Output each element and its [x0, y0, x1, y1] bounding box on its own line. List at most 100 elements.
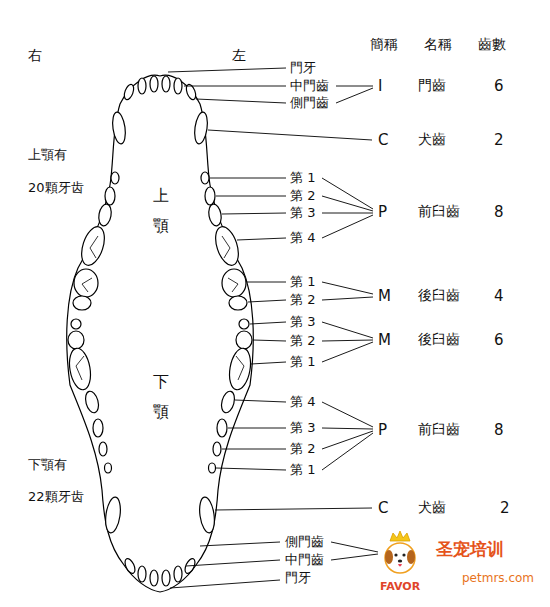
- leader-line: [222, 213, 286, 214]
- molar-tooth: [239, 319, 249, 329]
- leader-line: [322, 282, 373, 294]
- abbreviation: C: [378, 132, 388, 149]
- logo-nose: [398, 559, 402, 562]
- premolar-tooth: [205, 187, 215, 205]
- leader-line: [253, 340, 286, 341]
- molar-tooth: [222, 269, 246, 297]
- tooth-name: 前臼齒: [418, 204, 460, 219]
- leader-line: [247, 282, 286, 283]
- abbreviation: M: [378, 332, 391, 349]
- tooth-label: 第 2: [290, 442, 315, 456]
- tooth-count: 8: [494, 204, 504, 221]
- tooth-label: 第 2: [290, 189, 315, 203]
- tooth-count: 4: [494, 288, 504, 305]
- leader-line: [237, 238, 286, 240]
- leader-line: [210, 178, 286, 179]
- tooth-name: 犬齒: [418, 132, 446, 147]
- tooth-count: 2: [494, 132, 504, 149]
- incisor-tooth: [174, 78, 182, 94]
- leader-line: [331, 542, 378, 552]
- jaw-note: 下顎有: [28, 458, 67, 472]
- jaw-label: 顎: [153, 403, 169, 421]
- tooth-label: 第 2: [290, 293, 315, 307]
- jaw-note: 上顎有: [28, 148, 67, 162]
- leader-line: [228, 428, 286, 429]
- leader-line: [216, 196, 286, 197]
- tooth-label: 中門齒: [285, 553, 324, 567]
- abbreviation: P: [378, 204, 387, 221]
- leader-line: [331, 554, 378, 560]
- leader-line: [336, 86, 373, 87]
- tooth-name: 門齒: [418, 78, 446, 93]
- tooth-label: 第 1: [290, 355, 315, 369]
- leader-line: [216, 468, 286, 470]
- tooth-label: 側門齒: [285, 535, 324, 549]
- tooth-detail: [222, 236, 230, 258]
- tooth-label: 第 1: [290, 171, 315, 185]
- column-header: 簡稱: [370, 37, 398, 52]
- abbreviation: I: [378, 78, 382, 95]
- leader-line: [322, 431, 373, 449]
- side-label: 左: [232, 48, 246, 63]
- tooth-count: 6: [494, 78, 504, 95]
- leader-line: [322, 213, 373, 214]
- leader-line: [322, 342, 373, 362]
- leader-line: [336, 88, 373, 103]
- premolar-tooth: [201, 172, 209, 184]
- logo-eye: [394, 553, 397, 556]
- tooth-name: 前臼齒: [418, 422, 460, 437]
- column-header: 齒數: [478, 37, 506, 52]
- leader-line: [235, 400, 286, 402]
- leader-line: [322, 297, 373, 300]
- tooth-label: 第 3: [290, 315, 315, 329]
- jaw-label: 上: [153, 187, 169, 205]
- incisor-tooth: [162, 76, 170, 92]
- premolar-tooth: [209, 463, 216, 473]
- molar-tooth: [229, 296, 247, 310]
- abbreviation: P: [378, 422, 387, 439]
- canine-tooth: [198, 496, 217, 534]
- tooth-name: 後臼齒: [418, 288, 460, 303]
- tooth-detail: [236, 356, 244, 380]
- tooth-label: 門牙: [285, 571, 311, 585]
- abbreviation: M: [378, 288, 391, 305]
- tooth-name: 後臼齒: [418, 332, 460, 347]
- leader-line: [322, 340, 373, 341]
- tooth-detail: [228, 278, 238, 292]
- column-header: 名稱: [424, 37, 452, 52]
- leader-line: [322, 433, 373, 470]
- leader-line: [215, 508, 372, 510]
- logo-face: [385, 543, 415, 573]
- leader-line: [248, 300, 286, 302]
- logo-crown: [390, 531, 410, 541]
- tooth-label: 側門齒: [290, 96, 329, 110]
- premolar-tooth: [213, 442, 221, 456]
- leader-line: [184, 86, 286, 87]
- molar-tooth: [236, 331, 252, 349]
- tooth-label: 中門齒: [290, 79, 329, 93]
- premolar-tooth: [217, 419, 227, 437]
- tooth-label: 第 1: [290, 463, 315, 477]
- tooth-label: 第 3: [290, 421, 315, 435]
- watermark-text: 圣宠培训: [436, 540, 504, 559]
- leader-line: [322, 322, 373, 338]
- leader-line: [322, 428, 373, 429]
- leader-line: [170, 580, 280, 588]
- leader-line: [196, 99, 286, 103]
- abbreviation: C: [378, 500, 388, 517]
- leader-line: [322, 215, 373, 238]
- incisor-tooth: [162, 570, 170, 586]
- tooth-label: 門牙: [290, 61, 316, 75]
- watermark-logo: [385, 531, 415, 573]
- leader-line: [186, 560, 280, 566]
- tooth-label: 第 1: [290, 275, 315, 289]
- tooth-count: 2: [500, 500, 510, 517]
- jaw-note: 20顆牙齿: [28, 181, 84, 195]
- watermark-url: petmrs.com: [462, 572, 534, 585]
- tooth-label: 第 4: [290, 395, 315, 409]
- tooth-label: 第 2: [290, 334, 315, 348]
- tooth-count: 6: [494, 332, 504, 349]
- logo-tongue: [398, 564, 402, 567]
- leader-line: [322, 178, 373, 209]
